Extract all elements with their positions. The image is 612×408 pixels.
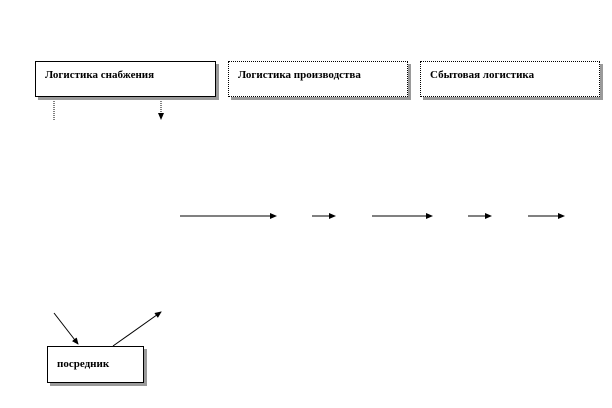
supply-logistics-label: Логистика снабжения: [45, 69, 155, 81]
intermediary-label: посредник: [57, 358, 110, 370]
arrow-out-of-intermediary: [112, 311, 162, 347]
production-logistics-box: Логистика производства: [228, 61, 408, 97]
intermediary-box: посредник: [47, 346, 144, 383]
sales-logistics-box: Сбытовая логистика: [420, 61, 600, 97]
production-logistics-label: Логистика производства: [238, 69, 361, 81]
supply-logistics-box: Логистика снабжения: [35, 61, 216, 97]
sales-logistics-label: Сбытовая логистика: [430, 69, 535, 81]
arrow-into-intermediary: [53, 312, 79, 345]
